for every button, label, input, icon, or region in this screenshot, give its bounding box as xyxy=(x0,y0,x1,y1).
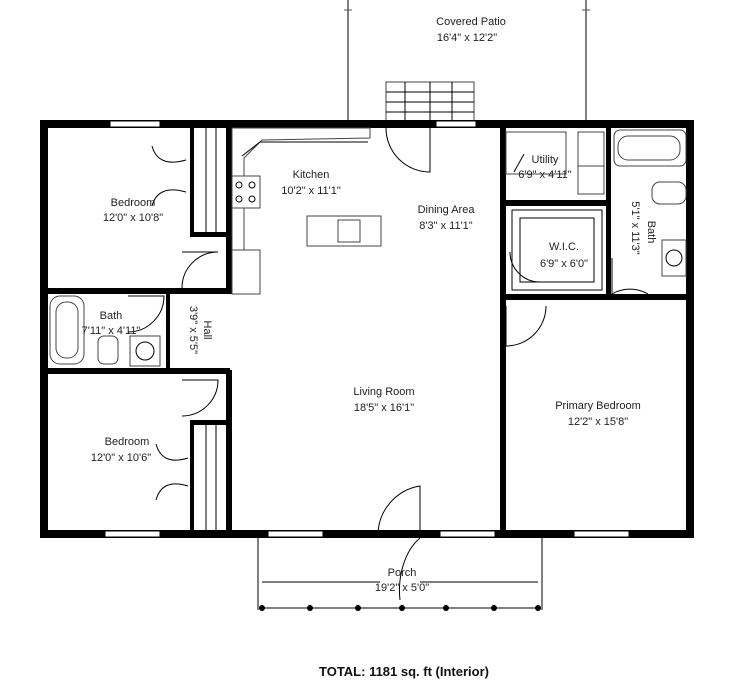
bath-left-name: Bath xyxy=(100,310,123,322)
kitchen-name: Kitchen xyxy=(293,169,330,181)
windows xyxy=(104,120,630,538)
bedroom-top-size: 12'0" x 10'8" xyxy=(103,212,163,224)
bedroom-top-name: Bedroom xyxy=(111,197,156,209)
dining-area-size: 8'3" x 11'1" xyxy=(419,220,472,232)
wic-shelves xyxy=(511,209,603,291)
primary-bedroom-size: 12'2" x 15'8" xyxy=(568,416,628,428)
wic-name: W.I.C. xyxy=(549,241,579,253)
living-room-size: 18'5" x 16'1" xyxy=(354,402,414,414)
wic-size: 6'9" x 6'0" xyxy=(540,258,588,270)
stove-icon xyxy=(231,175,261,209)
covered-patio-outline xyxy=(344,0,590,124)
sink-icon-left xyxy=(135,341,155,361)
dining-area-name: Dining Area xyxy=(418,204,476,216)
porch-outline xyxy=(257,538,543,611)
patio-steps xyxy=(385,81,475,125)
bath-right-size: 5'1" x 11'3" xyxy=(629,201,641,254)
toilet-icon-left xyxy=(97,335,119,365)
interior-walls xyxy=(40,124,690,536)
bedroom-bottom-size: 12'0" x 10'6" xyxy=(91,452,151,464)
porch-name: Porch xyxy=(388,567,417,579)
primary-bedroom-name: Primary Bedroom xyxy=(555,400,641,412)
bath-left-size: 7'11" x 4'11" xyxy=(82,325,141,337)
kitchen-fixtures xyxy=(231,127,382,295)
bath-right-fixtures xyxy=(505,129,687,277)
bath-left-fixtures xyxy=(49,295,161,367)
hall-name: Hall xyxy=(201,321,213,340)
utility-size: 6'9" x 4'11" xyxy=(518,169,571,181)
total-area: TOTAL: 1181 sq. ft (Interior) xyxy=(319,664,489,679)
room-labels: Covered Patio 16'4" x 12'2" Kitchen 10'2… xyxy=(82,16,657,594)
exterior-walls xyxy=(40,120,694,538)
bath-right-name: Bath xyxy=(645,221,657,244)
porch-size: 19'2" x 5'0" xyxy=(375,582,429,594)
bedroom-bottom-name: Bedroom xyxy=(105,436,150,448)
covered-patio-size: 16'4" x 12'2" xyxy=(437,32,497,44)
toilet-icon xyxy=(651,181,687,205)
utility-name: Utility xyxy=(532,154,559,166)
hall-size: 3'9" x 5'5" xyxy=(187,306,199,354)
closets xyxy=(151,128,217,530)
sink-icon xyxy=(337,219,361,243)
living-room-name: Living Room xyxy=(353,386,414,398)
kitchen-size: 10'2" x 11'1" xyxy=(281,185,341,197)
doors xyxy=(127,127,649,601)
sink-icon-right xyxy=(665,249,683,267)
covered-patio-name: Covered Patio xyxy=(436,16,506,28)
